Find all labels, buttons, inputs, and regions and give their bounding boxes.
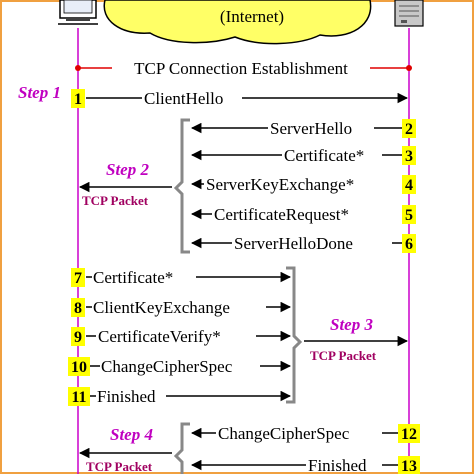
step-3-label: Step 3 bbox=[330, 315, 373, 334]
svg-text:7: 7 bbox=[74, 270, 82, 287]
cloud-label: (Internet) bbox=[220, 7, 284, 26]
message-10: 10 ChangeCipherSpec bbox=[68, 357, 292, 376]
message-1-text: ClientHello bbox=[144, 89, 223, 108]
message-5-text: CertificateRequest* bbox=[214, 205, 349, 224]
message-2: ServerHello 2 bbox=[190, 119, 416, 138]
message-11: 11 Finished bbox=[68, 387, 292, 406]
client-computer-icon bbox=[58, 0, 98, 25]
step-2-label: Step 2 bbox=[106, 160, 149, 179]
message-6: ServerHelloDone 6 bbox=[190, 234, 416, 253]
message-12: ChangeCipherSpec 12 bbox=[190, 424, 420, 443]
tcp-connection-row: TCP Connection Establishment bbox=[75, 59, 412, 78]
svg-text:11: 11 bbox=[71, 389, 86, 406]
svg-text:13: 13 bbox=[401, 458, 417, 474]
svg-text:10: 10 bbox=[71, 359, 87, 376]
svg-text:12: 12 bbox=[401, 426, 417, 443]
message-3-text: Certificate* bbox=[284, 146, 364, 165]
svg-text:1: 1 bbox=[74, 91, 82, 108]
message-11-text: Finished bbox=[97, 387, 156, 406]
message-4-text: ServerKeyExchange* bbox=[206, 175, 354, 194]
message-6-text: ServerHelloDone bbox=[234, 234, 353, 253]
step-4-label: Step 4 bbox=[110, 425, 153, 444]
message-9: 9 CertificateVerify* bbox=[71, 327, 292, 346]
server-connection-dot bbox=[406, 65, 412, 71]
server-icon bbox=[394, 0, 424, 27]
message-9-text: CertificateVerify* bbox=[98, 327, 221, 346]
svg-text:4: 4 bbox=[405, 177, 413, 194]
client-connection-dot bbox=[75, 65, 81, 71]
message-7: 7 Certificate* bbox=[71, 268, 292, 287]
message-13-text: Finished bbox=[308, 456, 367, 474]
step-4-bracket bbox=[173, 422, 190, 474]
message-13: Finished 13 bbox=[190, 456, 420, 474]
internet-cloud bbox=[103, 0, 372, 45]
tcp-connection-label: TCP Connection Establishment bbox=[134, 59, 348, 78]
message-1: 1 ClientHello bbox=[71, 89, 409, 108]
message-12-text: ChangeCipherSpec bbox=[218, 424, 350, 443]
message-4: ServerKeyExchange* 4 bbox=[190, 175, 416, 194]
step-3-bracket bbox=[286, 266, 303, 404]
svg-text:2: 2 bbox=[405, 121, 413, 138]
message-10-text: ChangeCipherSpec bbox=[101, 357, 233, 376]
message-8: 8 ClientKeyExchange bbox=[71, 298, 292, 317]
message-3: Certificate* 3 bbox=[190, 146, 416, 165]
svg-text:8: 8 bbox=[74, 300, 82, 317]
svg-text:5: 5 bbox=[405, 207, 413, 224]
message-7-text: Certificate* bbox=[93, 268, 173, 287]
step-2-packet: TCP Packet bbox=[82, 193, 149, 208]
step-2-bracket bbox=[173, 118, 190, 254]
svg-text:6: 6 bbox=[405, 236, 413, 253]
svg-text:9: 9 bbox=[74, 329, 82, 346]
step-1-label: Step 1 bbox=[18, 83, 61, 102]
message-5: CertificateRequest* 5 bbox=[190, 205, 416, 224]
svg-text:3: 3 bbox=[405, 148, 413, 165]
step-3-packet: TCP Packet bbox=[310, 348, 377, 363]
step-4-packet: TCP Packet bbox=[86, 459, 153, 474]
message-2-text: ServerHello bbox=[270, 119, 352, 138]
message-8-text: ClientKeyExchange bbox=[93, 298, 230, 317]
